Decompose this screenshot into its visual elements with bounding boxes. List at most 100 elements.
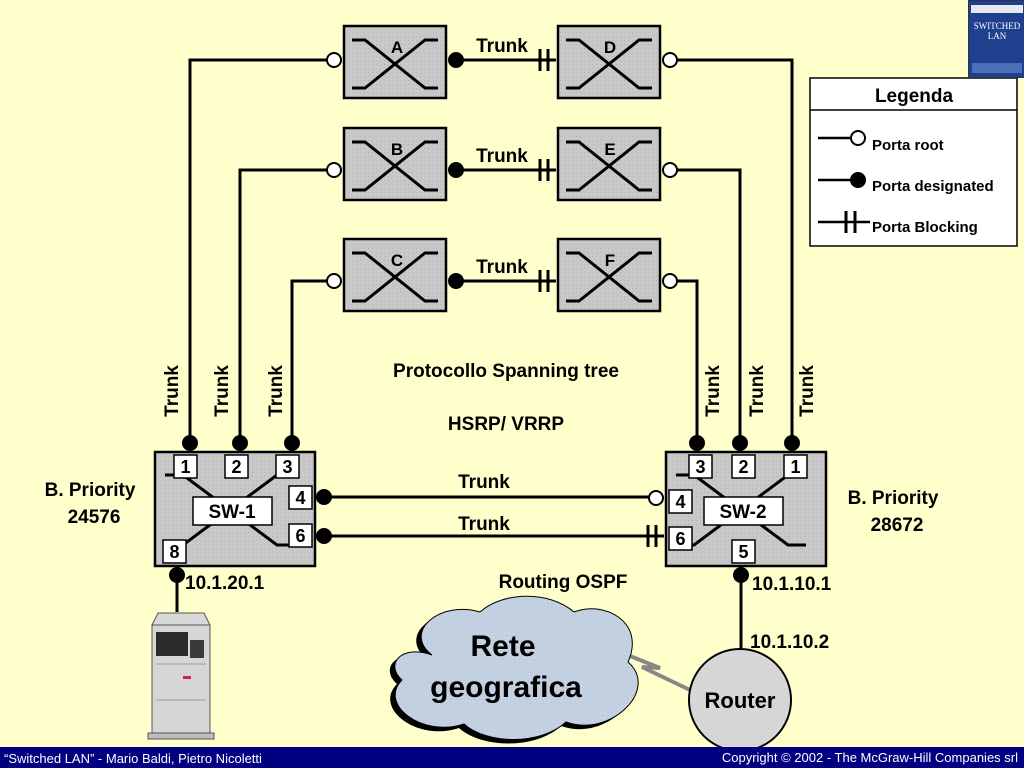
sw1-port-4: 4 (295, 488, 305, 508)
switch-F-label: F (605, 251, 615, 270)
legend-root: Porta root (872, 137, 944, 154)
blocking-port-icon (538, 49, 550, 71)
switch-B: B (342, 126, 448, 202)
cloud-icon: Rete geografica (389, 595, 639, 744)
trunk-label: Trunk (476, 36, 528, 57)
legend-designated: Porta designated (872, 178, 994, 195)
sw2-port-5: 5 (738, 542, 748, 562)
root-port-icon (648, 490, 664, 506)
footer-left: “Switched LAN” - Mario Baldi, Pietro Nic… (4, 751, 262, 766)
trunk-label: Trunk (458, 472, 510, 493)
switch-port-markers (169, 435, 800, 583)
designated-port-icon (316, 489, 332, 505)
legend: Legenda Porta root Porta designated Port… (809, 77, 1018, 247)
sw1-port-8: 8 (169, 542, 179, 562)
trunk-label: Trunk (703, 365, 724, 417)
protocol-label: Protocollo Spanning tree (393, 361, 619, 382)
sw2-priority-value: 28672 (871, 515, 924, 536)
sw2-port-4: 4 (675, 492, 685, 512)
sw2-port-1: 1 (790, 457, 800, 477)
designated-port-icon (232, 435, 248, 451)
trunk-label: Trunk (212, 365, 233, 417)
book-band-bottom (972, 63, 1022, 73)
blocking-port-icon (538, 159, 550, 181)
designated-port-icon (316, 528, 332, 544)
switch-C-label: C (391, 251, 403, 270)
sw1-priority-label: B. Priority (45, 480, 136, 501)
sw2-ip: 10.1.10.1 (752, 574, 832, 595)
designated-port-icon (850, 172, 866, 188)
sw1: SW-1 1 2 3 4 6 8 (153, 450, 317, 568)
blocking-port-icon (646, 525, 658, 547)
sw2-port-6: 6 (675, 529, 685, 549)
routing-label: Routing OSPF (499, 572, 628, 593)
designated-port-icon (689, 435, 705, 451)
designated-port-icon (169, 567, 185, 583)
serial-link (614, 648, 691, 692)
switch-F: F (556, 237, 662, 313)
cloud-line1: Rete (470, 630, 535, 663)
sw1-port-1: 1 (180, 457, 190, 477)
root-port-icon (326, 52, 342, 68)
trunk-label: Trunk (797, 365, 818, 417)
root-port-icon (662, 273, 678, 289)
blocking-port-icon (844, 211, 857, 233)
server-icon (147, 612, 215, 740)
sw2-name: SW-2 (719, 502, 766, 523)
switch-A: A (342, 24, 448, 100)
trunk-label: Trunk (476, 146, 528, 167)
switch-C: C (342, 237, 448, 313)
designated-port-icon (733, 567, 749, 583)
designated-port-icon (732, 435, 748, 451)
switch-D-label: D (604, 38, 616, 57)
sw2-port-2: 2 (738, 457, 748, 477)
switch-E: E (556, 126, 662, 202)
switch-A-label: A (391, 38, 403, 57)
trunk-label: Trunk (458, 514, 510, 535)
trunk-label: Trunk (747, 365, 768, 417)
router: Router (688, 648, 792, 752)
sw1-port-3: 3 (282, 457, 292, 477)
sw1-port-6: 6 (295, 526, 305, 546)
switch-B-label: B (391, 140, 403, 159)
trunk-label: Trunk (476, 257, 528, 278)
designated-port-icon (284, 435, 300, 451)
designated-port-icon (448, 52, 464, 68)
top-port-markers (326, 52, 678, 289)
legend-blocking: Porta Blocking (872, 219, 978, 236)
sw1-port-2: 2 (231, 457, 241, 477)
hsrp-label: HSRP/ VRRP (448, 414, 564, 435)
blocking-port-icon (538, 270, 550, 292)
footer-right: Copyright © 2002 - The McGraw-Hill Compa… (721, 750, 1018, 765)
book-title: SWITCHED LAN (973, 21, 1021, 41)
root-port-icon (662, 162, 678, 178)
sw2: SW-2 3 2 1 4 6 5 (664, 450, 828, 568)
book-cover-icon: SWITCHED LAN (968, 0, 1024, 78)
legend-title: Legenda (875, 86, 954, 107)
router-ip: 10.1.10.2 (750, 632, 829, 653)
book-band (971, 5, 1023, 13)
designated-port-icon (182, 435, 198, 451)
trunk-labels: Trunk Trunk Trunk Trunk Trunk Trunk Trun… (162, 36, 818, 535)
sw1-ip: 10.1.20.1 (185, 573, 265, 594)
footer-bar: “Switched LAN” - Mario Baldi, Pietro Nic… (0, 747, 1024, 768)
sw1-name: SW-1 (208, 502, 256, 523)
blocking-marks (538, 49, 658, 547)
switch-D: D (556, 24, 662, 100)
root-port-icon (326, 273, 342, 289)
trunk-label: Trunk (266, 365, 287, 417)
router-label: Router (705, 688, 776, 713)
root-port-icon (326, 162, 342, 178)
root-port-icon (850, 130, 866, 146)
designated-port-icon (784, 435, 800, 451)
sw1-priority-value: 24576 (68, 507, 121, 528)
designated-port-icon (448, 273, 464, 289)
sw2-port-3: 3 (695, 457, 705, 477)
root-port-icon (662, 52, 678, 68)
cloud-line2: geografica (430, 671, 582, 704)
sw2-priority-label: B. Priority (848, 488, 939, 509)
switch-E-label: E (604, 140, 615, 159)
designated-port-icon (448, 162, 464, 178)
trunk-label: Trunk (162, 365, 183, 417)
